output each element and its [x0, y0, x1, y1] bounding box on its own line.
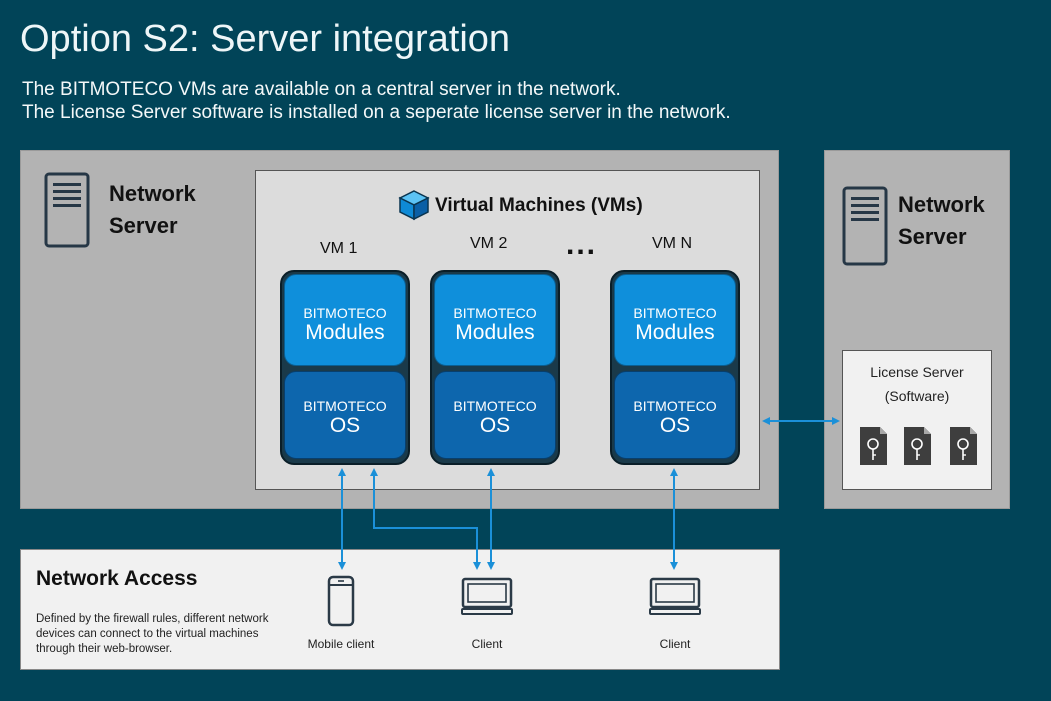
os-brand: BITMOTECO [453, 398, 537, 414]
os-brand: BITMOTECO [303, 398, 387, 414]
license-key-icon [860, 427, 887, 465]
os-block: BITMOTECO OS [614, 371, 736, 459]
license-server-line2: (Software) [884, 388, 950, 404]
modules-label: Modules [305, 321, 385, 344]
license-server-line1: License Server [870, 364, 964, 380]
modules-block: BITMOTECO Modules [614, 274, 736, 366]
vm-label: VM 2 [470, 235, 508, 252]
network-server-title-right-line1: Network [898, 192, 985, 217]
license-server-label: License Server (Software) [842, 360, 992, 408]
vm-ellipsis: ... [566, 228, 598, 261]
network-server-title-left-line1: Network [109, 181, 196, 206]
mobile-phone-icon [327, 575, 355, 627]
modules-brand: BITMOTECO [453, 305, 537, 321]
cube-icon [398, 190, 430, 221]
license-key-icons [860, 427, 977, 465]
modules-block: BITMOTECO Modules [284, 274, 406, 366]
device-label: Client [659, 637, 691, 651]
modules-label: Modules [455, 321, 535, 344]
arrow-vm1-client [370, 468, 481, 570]
modules-brand: BITMOTECO [633, 305, 717, 321]
network-server-title-right: Network Server [898, 189, 985, 253]
server-icon-right [842, 186, 888, 266]
modules-brand: BITMOTECO [303, 305, 387, 321]
page-title: Option S2: Server integration [20, 18, 511, 60]
server-icon-left [44, 172, 90, 248]
license-server-box [842, 350, 992, 490]
device-label: Mobile client [307, 637, 375, 651]
vm-title: Virtual Machines (VMs) [435, 195, 643, 216]
description-line-1: The BITMOTECO VMs are available on a cen… [22, 79, 621, 100]
network-access-description: Defined by the firewall rules, different… [36, 613, 269, 655]
network-server-title-left-line2: Server [109, 213, 178, 238]
os-label: OS [329, 414, 361, 437]
computer-icon [649, 577, 701, 615]
license-key-icon [904, 427, 931, 465]
os-brand: BITMOTECO [633, 398, 717, 414]
os-block: BITMOTECO OS [434, 371, 556, 459]
modules-block: BITMOTECO Modules [434, 274, 556, 366]
device-label: Client [471, 637, 503, 651]
computer-icon [461, 577, 513, 615]
network-access-title: Network Access [36, 567, 198, 590]
modules-label: Modules [635, 321, 715, 344]
vm-label: VM 1 [320, 240, 358, 257]
os-label: OS [479, 414, 511, 437]
vm-label: VM N [652, 235, 692, 252]
os-label: OS [659, 414, 691, 437]
os-block: BITMOTECO OS [284, 371, 406, 459]
license-key-icon [950, 427, 977, 465]
description-line-2: The License Server software is installed… [22, 102, 731, 123]
network-server-title-left: Network Server [109, 178, 196, 242]
network-server-title-right-line2: Server [898, 224, 967, 249]
